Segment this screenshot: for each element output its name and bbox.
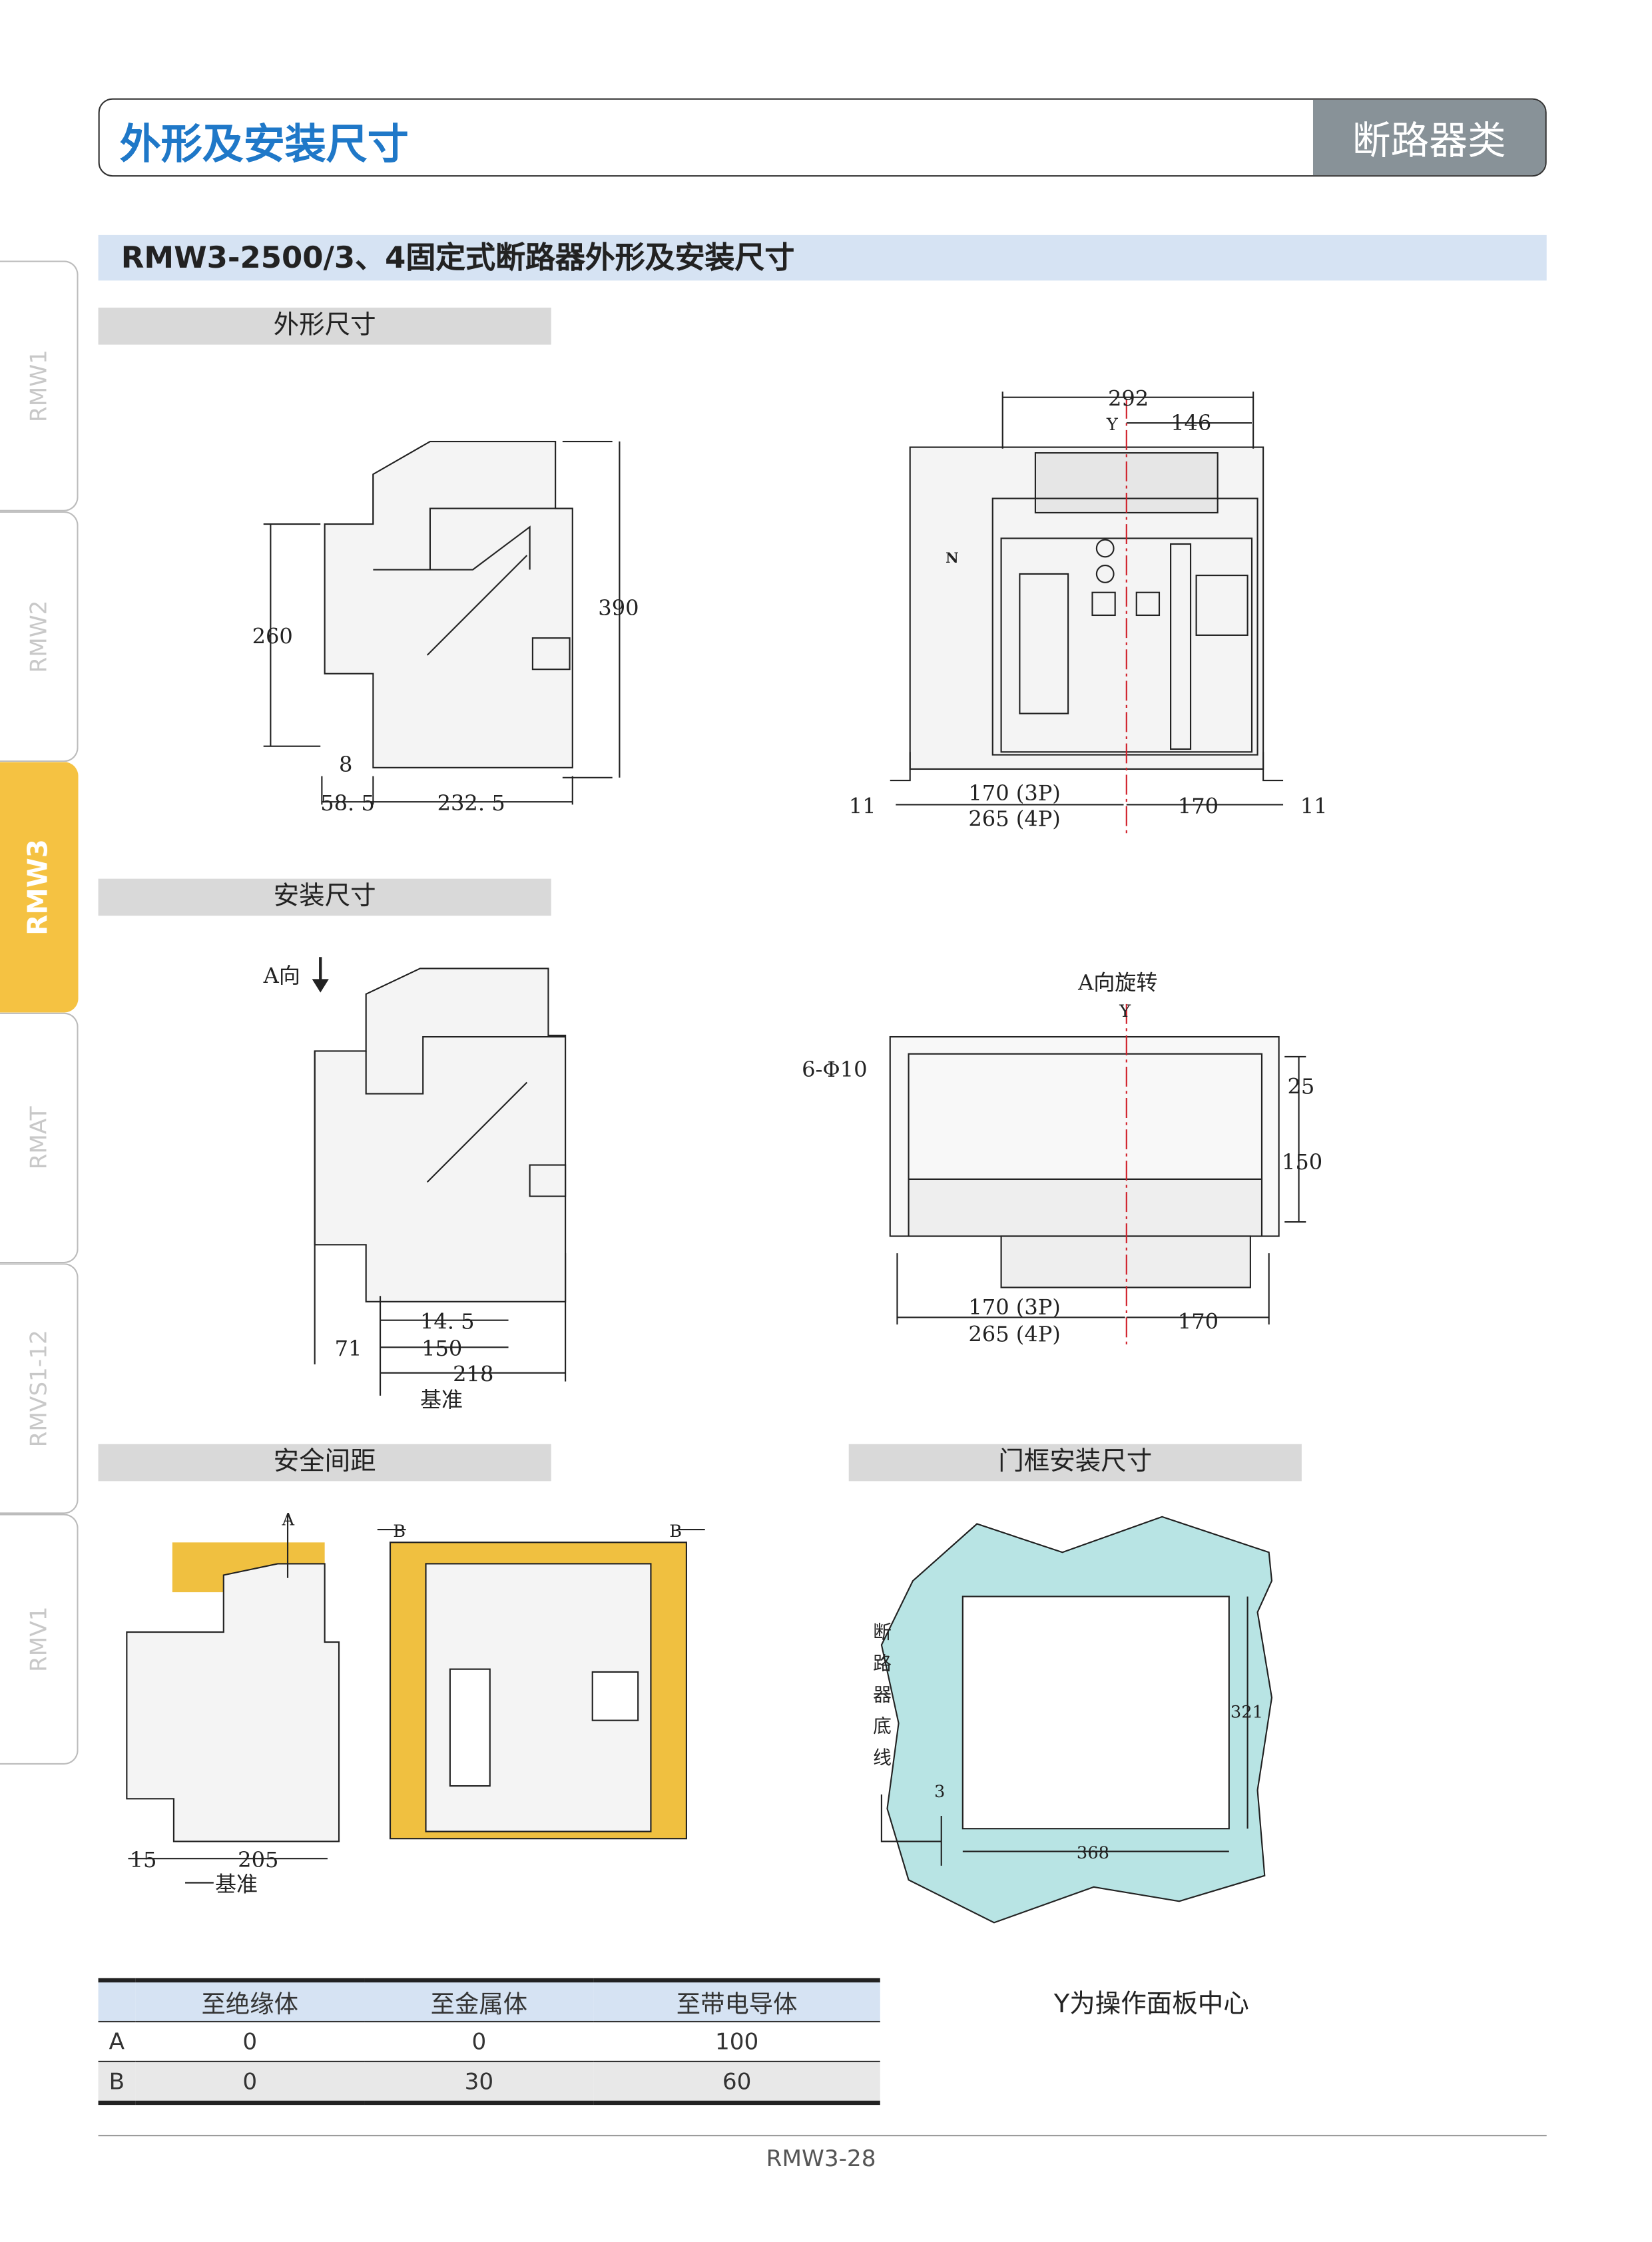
y-axis-label: Y	[1106, 415, 1119, 435]
subheader-door: 门框安装尺寸	[848, 1444, 1302, 1482]
footer-divider	[98, 2135, 1547, 2137]
outline-side-drawing: 260 390 8 58. 5 232. 5	[252, 440, 639, 816]
dim-150: 150	[421, 1336, 462, 1361]
door-frame-drawing: 3 321 368	[880, 1516, 1273, 1924]
dim-368: 368	[1077, 1843, 1109, 1863]
column-header	[99, 1980, 136, 2022]
clearance-a-label: A	[281, 1510, 294, 1530]
page-number: RMW3-28	[766, 2145, 876, 2172]
side-tab-rmat[interactable]: RMAT	[0, 1012, 79, 1264]
side-tab-rmvs1-12[interactable]: RMVS1-12	[0, 1263, 79, 1514]
clearance-drawing: A B B 15 205 基准	[126, 1510, 705, 1896]
dim-390: 390	[598, 595, 639, 621]
dim-170: 170	[1178, 1309, 1219, 1334]
install-side-drawing: A向 14. 5 71 150 218 基准	[263, 957, 567, 1412]
side-tab-rmw2[interactable]: RMW2	[0, 511, 79, 762]
table-row: A 0 0 100	[98, 2022, 880, 2062]
dim-321: 321	[1231, 1702, 1263, 1722]
clearance-b-right-label: B	[669, 1522, 682, 1541]
table-cell: 0	[242, 2068, 258, 2096]
table-cell: 100	[714, 2028, 759, 2056]
dim-58-5: 58. 5	[320, 790, 375, 816]
clearance-table: 至绝缘体 至金属体 至带电导体 A 0 0 100 B 0 30 60	[98, 1978, 880, 2105]
table-cell: B	[109, 2068, 125, 2096]
table-cell: 0	[242, 2028, 258, 2056]
page-header: 外形及安装尺寸 断路器类	[98, 98, 1547, 177]
side-tab-rmw1[interactable]: RMW1	[0, 260, 79, 511]
clearance-b-left-label: B	[393, 1522, 406, 1541]
dim-71: 71	[335, 1336, 362, 1361]
dim-260: 260	[252, 624, 293, 649]
dim-14-5: 14. 5	[420, 1309, 475, 1334]
table-row: B 0 30 60	[98, 2061, 880, 2103]
dim-218: 218	[453, 1362, 493, 1387]
page-title: 外形及安装尺寸	[119, 119, 409, 168]
column-header: 至带电导体	[676, 1991, 798, 2020]
table-cell: A	[109, 2028, 125, 2056]
breaker-baseline-label: 断路器底线	[868, 1622, 890, 1779]
reference-label: 基准	[215, 1871, 258, 1896]
reference-label: 基准	[420, 1387, 463, 1412]
side-tab-rmw3[interactable]: RMW3	[0, 762, 79, 1013]
view-direction-label: A向	[263, 963, 300, 988]
dim-265-4p: 265 (4P)	[968, 1322, 1060, 1347]
section-title: RMW3-2500/3、4固定式断路器外形及安装尺寸	[98, 234, 1547, 281]
table-cell: 30	[464, 2068, 494, 2096]
dim-3: 3	[934, 1782, 945, 1802]
note-text: Y为操作面板中心	[1053, 1989, 1249, 2020]
dim-146: 146	[1171, 410, 1211, 435]
arrow-down-icon	[312, 979, 329, 993]
rotated-view-title: A向旋转	[1077, 970, 1157, 995]
subheader-outline: 外形尺寸	[98, 307, 551, 345]
column-header: 至金属体	[430, 1991, 528, 2020]
y-axis-label: Y	[1119, 1001, 1131, 1021]
subheader-install: 安装尺寸	[98, 878, 551, 916]
dim-11-right: 11	[1300, 793, 1328, 818]
dim-11-left: 11	[849, 793, 876, 818]
dim-15: 15	[130, 1847, 157, 1872]
dim-170: 170	[1178, 793, 1219, 818]
subheader-clearance: 安全间距	[98, 1444, 551, 1482]
dim-150: 150	[1282, 1149, 1322, 1175]
dim-292: 292	[1108, 386, 1149, 412]
category-label: 断路器类	[1312, 99, 1545, 176]
dim-170-3p: 170 (3P)	[968, 780, 1060, 806]
outline-front-drawing: 292 Y 146 N 11 170 (3P) 265 (4P) 170 11	[849, 386, 1328, 834]
dim-25: 25	[1287, 1074, 1314, 1099]
neutral-label: N	[946, 550, 959, 567]
table-header-row: 至绝缘体 至金属体 至带电导体	[98, 1980, 880, 2022]
holes-label: 6-Φ10	[802, 1057, 867, 1082]
dim-265-4p: 265 (4P)	[968, 806, 1060, 832]
install-top-drawing: A向旋转 Y 6-Φ10 25 150 170 (3P) 265 (4P) 17…	[802, 970, 1322, 1346]
side-tab-rmv1[interactable]: RMV1	[0, 1514, 79, 1765]
table-cell: 0	[471, 2028, 487, 2056]
dim-232-5: 232. 5	[437, 790, 505, 816]
dim-8: 8	[339, 752, 352, 777]
column-header: 至绝缘体	[201, 1991, 298, 2020]
dim-170-3p: 170 (3P)	[968, 1294, 1060, 1320]
dim-205: 205	[238, 1847, 278, 1872]
table-cell: 60	[722, 2068, 752, 2096]
